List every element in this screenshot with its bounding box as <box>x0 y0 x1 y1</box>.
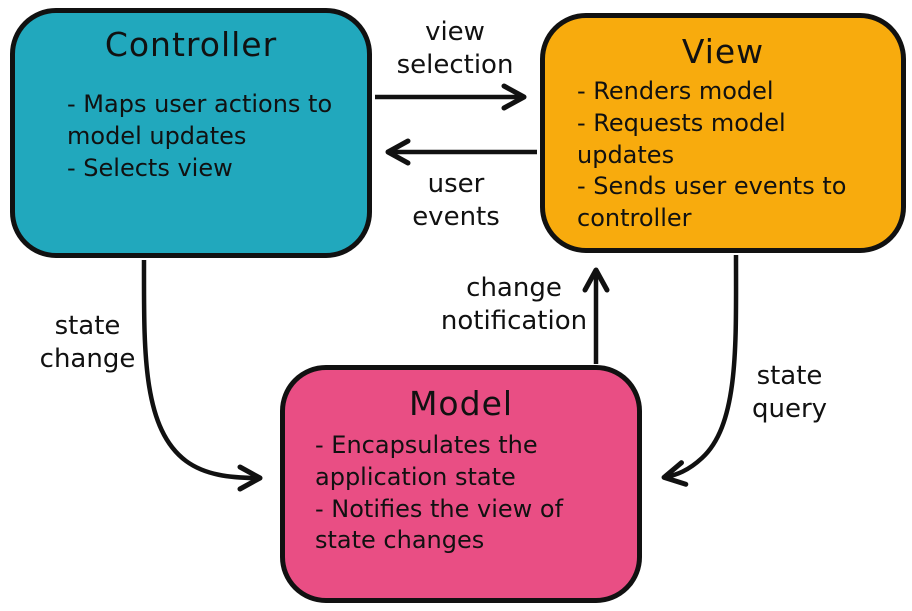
controller-bullet: - Maps user actions to model updates <box>67 90 333 150</box>
edge-label-state-change: state change <box>39 311 136 375</box>
arrow-state-change <box>141 259 263 492</box>
model-bullet: - Notifies the view of state changes <box>315 494 564 555</box>
view-bullet: - Sends user events to controller <box>577 172 847 232</box>
node-view: View - Renders model - Requests model up… <box>540 13 906 253</box>
view-title: View <box>681 32 765 71</box>
view-bullet: - Requests model updates <box>577 108 786 169</box>
controller-bullets: - Maps user actions to model updates - S… <box>15 89 367 184</box>
controller-bullet: - Selects view <box>67 153 233 182</box>
arrow-state-query <box>661 254 739 487</box>
model-bullets: - Encapsulates the application state - N… <box>285 430 637 557</box>
edge-label-view-selection: view selection <box>396 17 514 81</box>
node-controller: Controller - Maps user actions to model … <box>10 8 372 258</box>
model-bullet: - Encapsulates the application state <box>315 431 538 491</box>
edge-label-change-notification: change notification <box>440 273 588 337</box>
view-bullets: - Renders model - Requests model updates… <box>545 76 901 234</box>
node-model: Model - Encapsulates the application sta… <box>280 365 642 603</box>
controller-title: Controller <box>104 25 278 64</box>
edge-label-state-query: state query <box>751 361 828 425</box>
edge-label-user-events: user events <box>412 169 500 233</box>
view-bullet: - Renders model <box>577 77 774 106</box>
model-title: Model <box>408 384 514 423</box>
